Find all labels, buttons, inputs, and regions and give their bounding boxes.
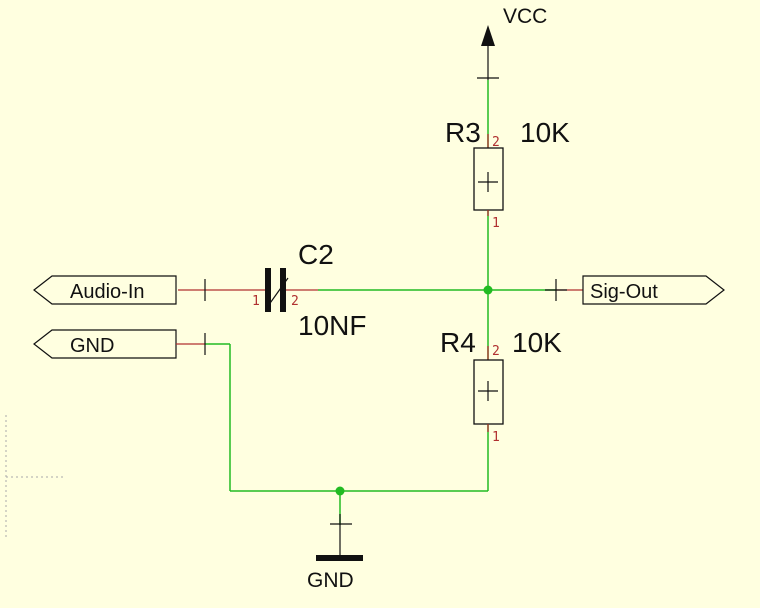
port-sig-out-label: Sig-Out: [590, 281, 658, 303]
r3-pin-2: 2: [492, 135, 500, 150]
c2-ref: C2: [298, 239, 334, 270]
ground-bar-icon: [316, 555, 363, 561]
resistor-r3[interactable]: 2 1 R3 10K: [445, 117, 570, 231]
vcc-label: VCC: [503, 5, 547, 28]
c2-value: 10NF: [298, 310, 366, 341]
r4-value: 10K: [512, 327, 562, 358]
c2-pin-2: 2: [291, 294, 299, 309]
r3-ref: R3: [445, 117, 481, 148]
c2-plate-right: [280, 268, 286, 312]
port-sig-out[interactable]: Sig-Out: [545, 275, 725, 305]
r3-value: 10K: [520, 117, 570, 148]
c2-plate-left: [265, 268, 271, 312]
junction-dot-signal: [483, 285, 493, 295]
vcc-arrow-icon: [481, 25, 495, 46]
port-audio-in-shape: [33, 275, 177, 305]
vcc-symbol[interactable]: VCC: [477, 5, 547, 80]
origin-marker: [5, 415, 66, 540]
r4-pin-1: 1: [492, 430, 500, 445]
r4-ref: R4: [440, 327, 476, 358]
port-sig-out-shape: [582, 275, 725, 305]
c2-origin-diag: [267, 277, 289, 307]
resistor-r4[interactable]: 2 1 R4 10K: [440, 327, 562, 445]
port-gnd[interactable]: GND: [33, 329, 206, 359]
r4-pin-2: 2: [492, 344, 500, 359]
c2-pin-1: 1: [252, 294, 260, 309]
junction-dot-ground: [335, 486, 345, 496]
port-gnd-label: GND: [70, 335, 114, 357]
capacitor-c2[interactable]: 1 2 C2 10NF: [178, 239, 366, 341]
ground-label: GND: [307, 569, 354, 592]
r3-pin-1: 1: [492, 216, 500, 231]
port-audio-in[interactable]: Audio-In: [33, 275, 206, 305]
port-audio-in-label: Audio-In: [70, 281, 145, 303]
ground-symbol[interactable]: GND: [307, 514, 363, 592]
